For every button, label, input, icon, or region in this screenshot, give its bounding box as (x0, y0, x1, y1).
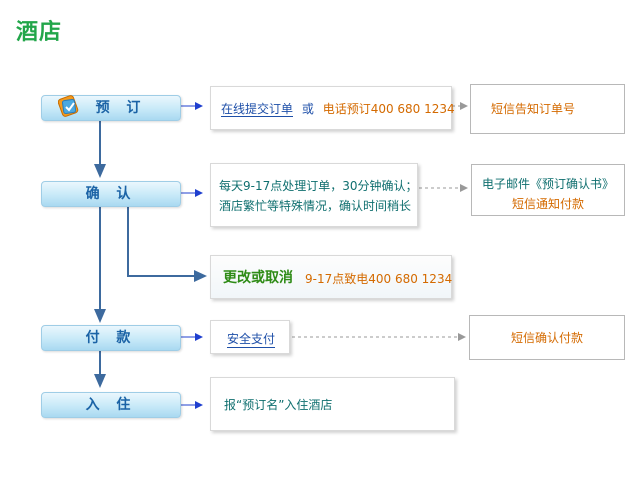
step-confirm: 确 认 (41, 181, 181, 207)
online-order-link[interactable]: 在线提交订单 (221, 102, 294, 117)
change-phone: 9-17点致电400 680 1234 (305, 272, 453, 286)
step-pay: 付 款 (41, 325, 181, 351)
pay-note-text: 短信确认付款 (510, 331, 583, 345)
confirm-note-line-1: 电子邮件《预订确认书》 (481, 177, 614, 191)
confirm-line-1: 每天9-17点处理订单，30分钟确认； (219, 179, 418, 193)
step-confirm-label: 确 认 (85, 186, 137, 202)
or-text: 或 (301, 102, 314, 116)
flow-arrowhead (94, 309, 106, 323)
flow-arrowhead (94, 164, 106, 178)
change-label: 更改或取消 (223, 270, 293, 286)
book-box: 在线提交订单 或 电话预订400 680 1234 (210, 86, 455, 130)
step-book-label: 预 订 (95, 100, 147, 116)
checkin-box: 报“预订名”入住酒店 (210, 377, 455, 431)
pay-box: 安全支付 (210, 320, 290, 354)
booking-icon (58, 95, 79, 117)
step-checkin-label: 入 住 (85, 397, 137, 413)
flow-line-change (127, 205, 196, 277)
step-book: 预 订 (41, 95, 181, 121)
flow-arrowhead (94, 374, 106, 388)
confirm-note-line-2: 短信通知付款 (511, 197, 584, 211)
flow-arrowhead (194, 270, 207, 282)
secure-pay-link[interactable]: 安全支付 (227, 332, 276, 348)
confirm-note: 电子邮件《预订确认书》 短信通知付款 (471, 164, 625, 216)
step-checkin: 入 住 (41, 392, 181, 418)
book-note: 短信告知订单号 (470, 84, 625, 134)
change-box: 更改或取消 9-17点致电400 680 1234 (210, 255, 452, 299)
phone-booking-text: 电话预订400 680 1234 (322, 102, 455, 116)
page-title: 酒店 (16, 20, 63, 45)
book-note-text: 短信告知订单号 (491, 102, 576, 116)
step-pay-label: 付 款 (85, 330, 137, 346)
pay-note: 短信确认付款 (469, 315, 625, 360)
confirm-box: 每天9-17点处理订单，30分钟确认； 酒店繁忙等特殊情况，确认时间稍长 (210, 163, 418, 227)
checkin-text: 报“预订名”入住酒店 (224, 398, 333, 412)
confirm-line-2: 酒店繁忙等特殊情况，确认时间稍长 (219, 199, 412, 213)
